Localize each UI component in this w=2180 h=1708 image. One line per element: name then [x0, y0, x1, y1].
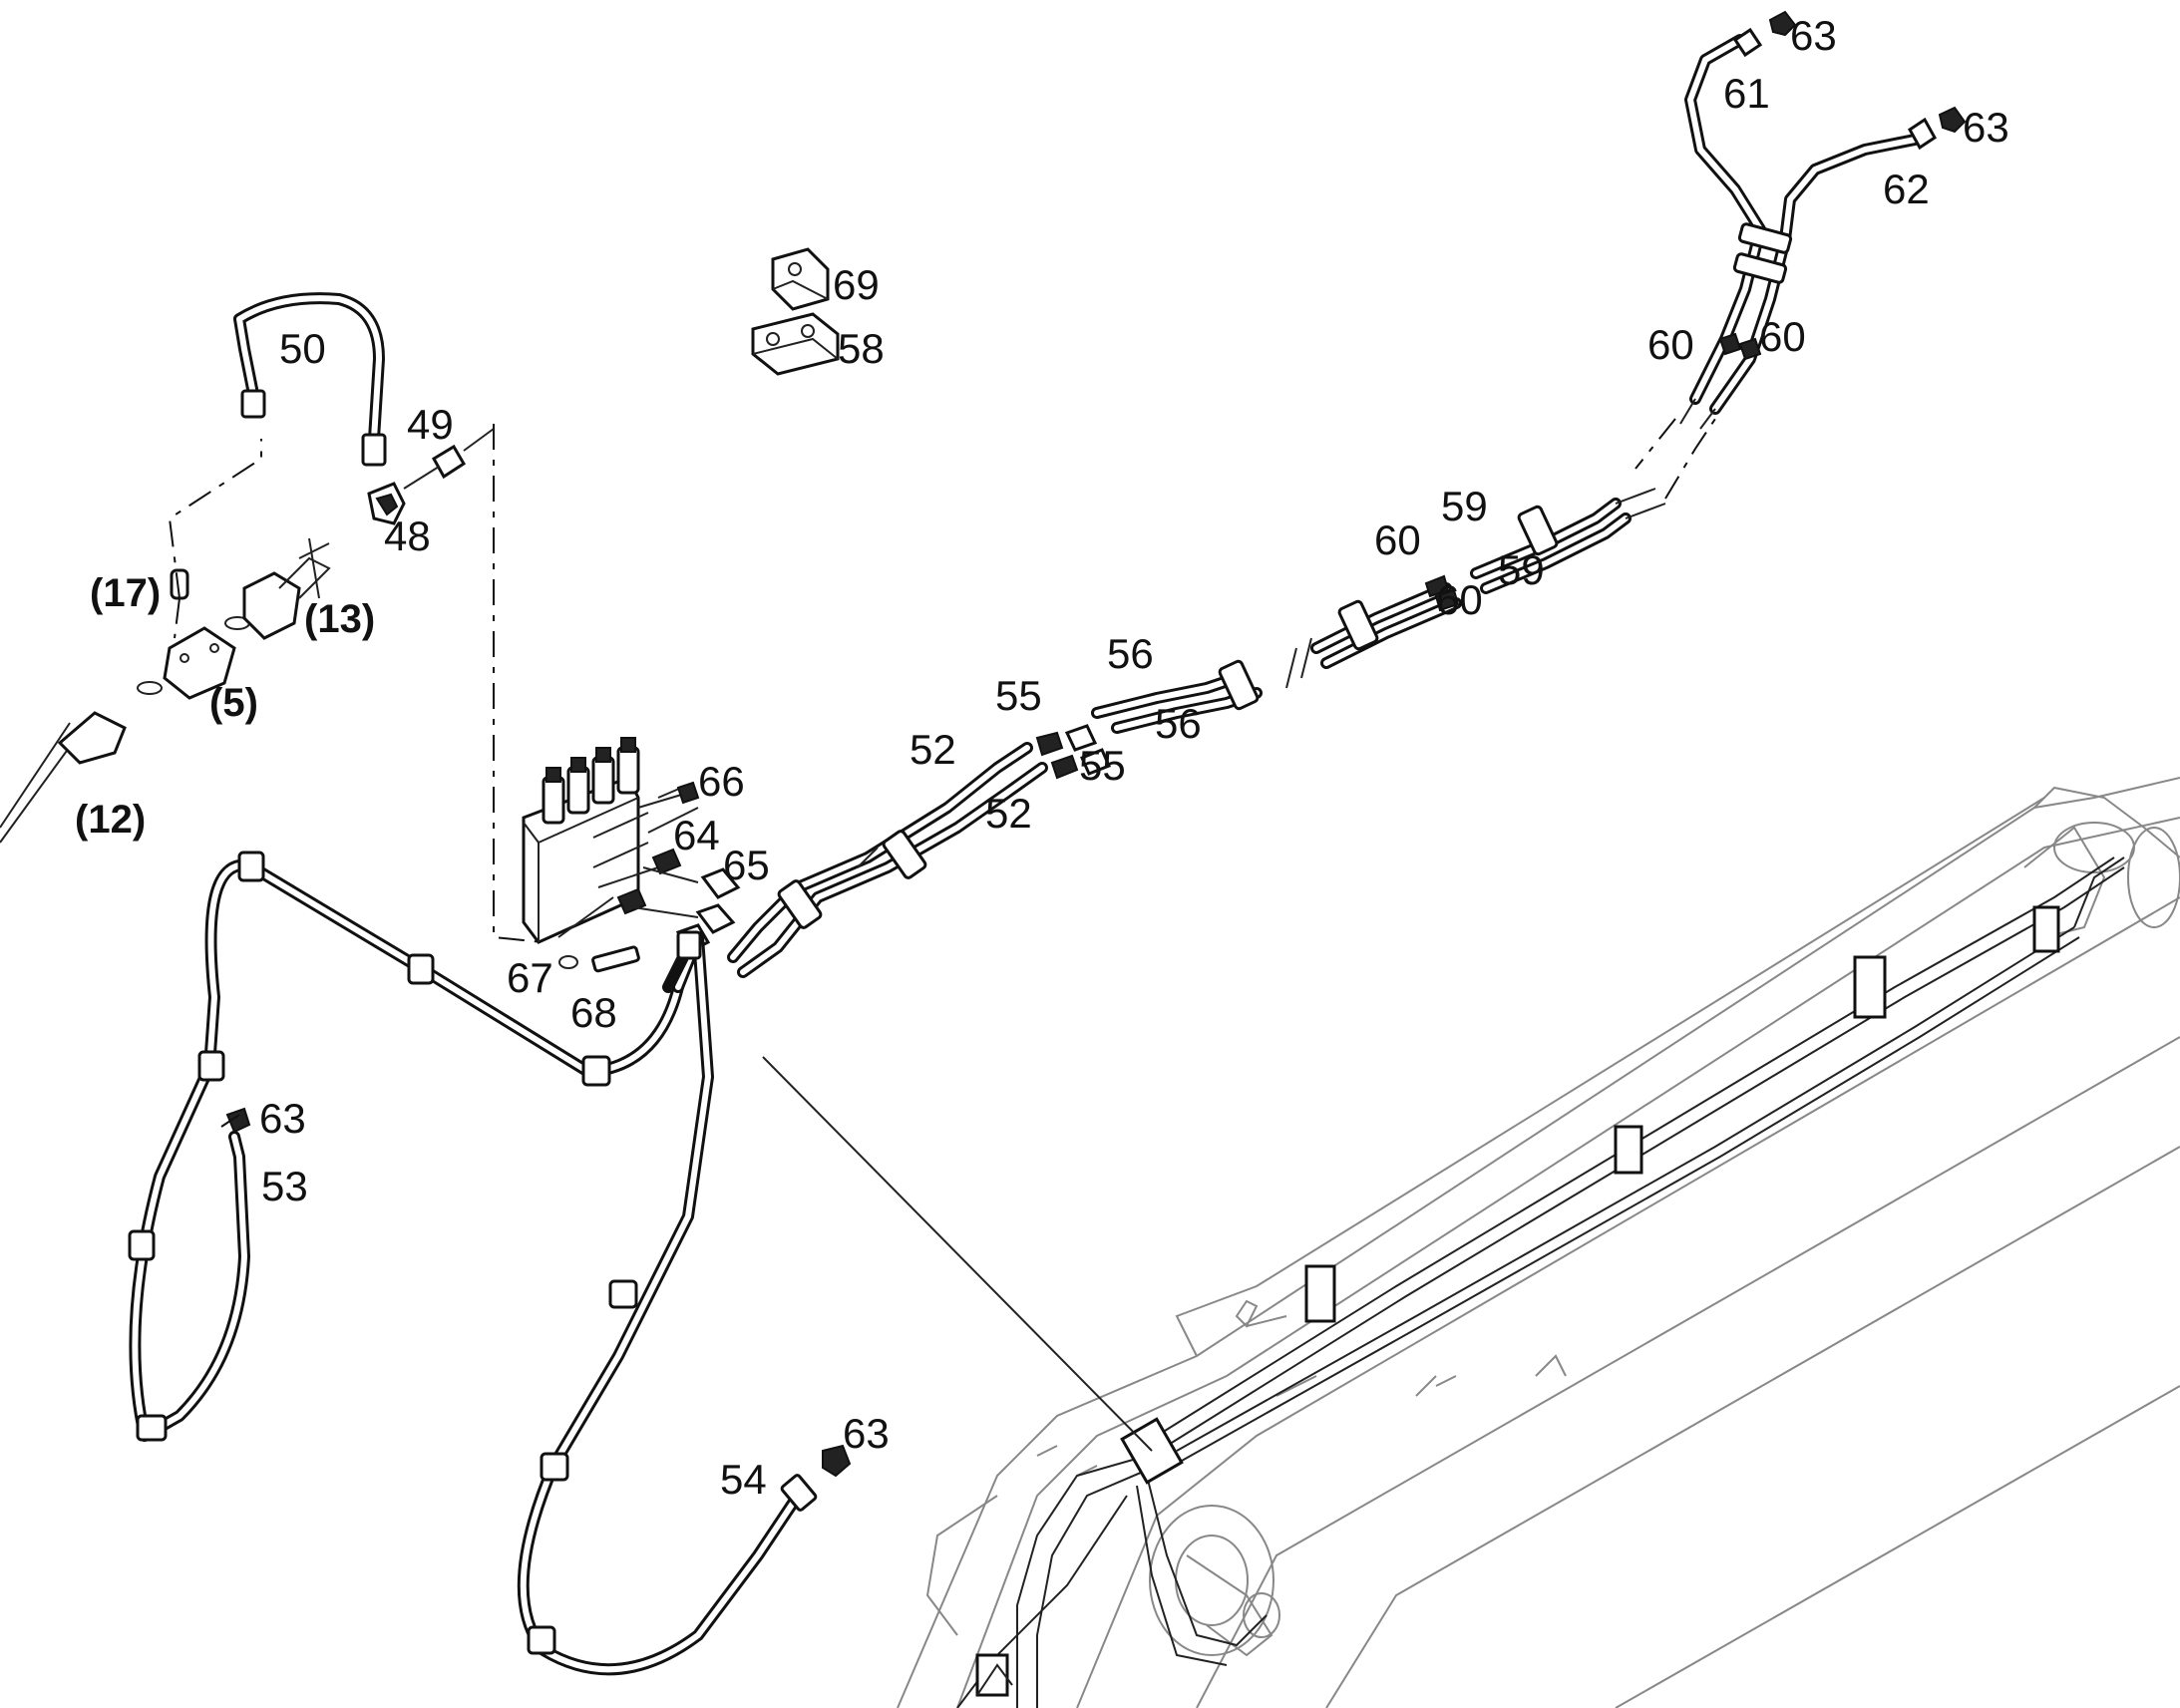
label-48: 48: [384, 512, 431, 559]
label-63-right: 63: [1963, 104, 2009, 151]
label-63-bottom: 63: [843, 1410, 890, 1457]
fitting-48: [367, 482, 406, 525]
hoses-61-62: [1635, 10, 1967, 470]
label-17: (17): [90, 571, 161, 615]
label-52-upper: 52: [909, 726, 956, 773]
label-67: 67: [507, 954, 553, 1001]
label-59-upper: 59: [1441, 483, 1488, 529]
label-54: 54: [720, 1456, 767, 1503]
part-labels: 50 49 48 (17) (13) (5) (12) 69 58 66 64 …: [75, 12, 2009, 1503]
label-59-lower: 59: [1498, 546, 1545, 593]
leader-line: [762, 1056, 1153, 1452]
label-55-lower: 55: [1079, 742, 1126, 789]
label-60-top-left: 60: [1647, 321, 1694, 368]
label-52-lower: 52: [985, 790, 1032, 837]
label-60-top-right: 60: [1759, 313, 1806, 360]
label-56-upper: 56: [1107, 630, 1154, 677]
label-66: 66: [698, 758, 745, 805]
hose-54: [517, 930, 852, 1676]
label-49: 49: [407, 401, 454, 448]
label-60-mid-upper: 60: [1374, 516, 1421, 563]
label-69: 69: [833, 261, 880, 308]
label-5: (5): [209, 681, 258, 725]
pump-flange-assembly: [0, 537, 331, 844]
bolt-67-68: [557, 896, 640, 973]
hose-loop-53: [128, 851, 684, 1442]
label-62: 62: [1883, 166, 1930, 212]
boom-structure: [897, 777, 2180, 1708]
label-68: 68: [570, 989, 617, 1036]
label-64: 64: [673, 812, 720, 858]
label-65: 65: [723, 842, 770, 888]
hoses-52-56: [727, 418, 1716, 978]
label-56-lower: 56: [1155, 700, 1202, 747]
hose-50: [233, 292, 387, 467]
label-50: 50: [279, 325, 326, 372]
label-55-upper: 55: [995, 672, 1042, 719]
label-13: (13): [304, 597, 375, 641]
dash-line-49-valve: [493, 424, 545, 943]
clamp-69: [771, 247, 830, 311]
label-61: 61: [1723, 70, 1770, 117]
clamp-58: [751, 312, 840, 376]
label-58: 58: [838, 325, 885, 372]
fitting-49: [403, 428, 495, 490]
dash-line-17-50: [168, 439, 262, 599]
label-12: (12): [75, 798, 146, 842]
label-63-left: 63: [259, 1095, 306, 1142]
label-53: 53: [261, 1163, 308, 1209]
valve-block: [522, 737, 694, 944]
label-63-top: 63: [1790, 12, 1837, 59]
label-60-mid-lower: 60: [1436, 576, 1483, 623]
